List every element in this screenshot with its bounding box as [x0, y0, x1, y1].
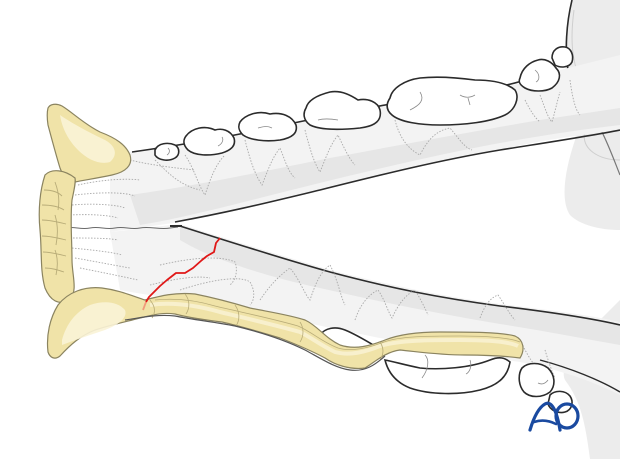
fracture-line-in-cortex — [142, 301, 147, 311]
upper-teeth-detail — [166, 69, 540, 156]
ao-logo: AO — [0, 0, 580, 432]
fracture-line — [145, 237, 221, 303]
midline — [64, 226, 179, 230]
incisor-roots — [69, 159, 211, 286]
upper-tooth-roots — [154, 79, 581, 196]
logo-text: AO — [0, 0, 23, 4]
lower-teeth-detail — [421, 354, 549, 385]
upper-teeth — [154, 46, 574, 161]
tooth-upper-1 — [154, 142, 180, 161]
lower-tooth-roots — [159, 257, 556, 379]
lower-ventral-outline — [124, 314, 386, 371]
symphysis — [38, 103, 524, 370]
